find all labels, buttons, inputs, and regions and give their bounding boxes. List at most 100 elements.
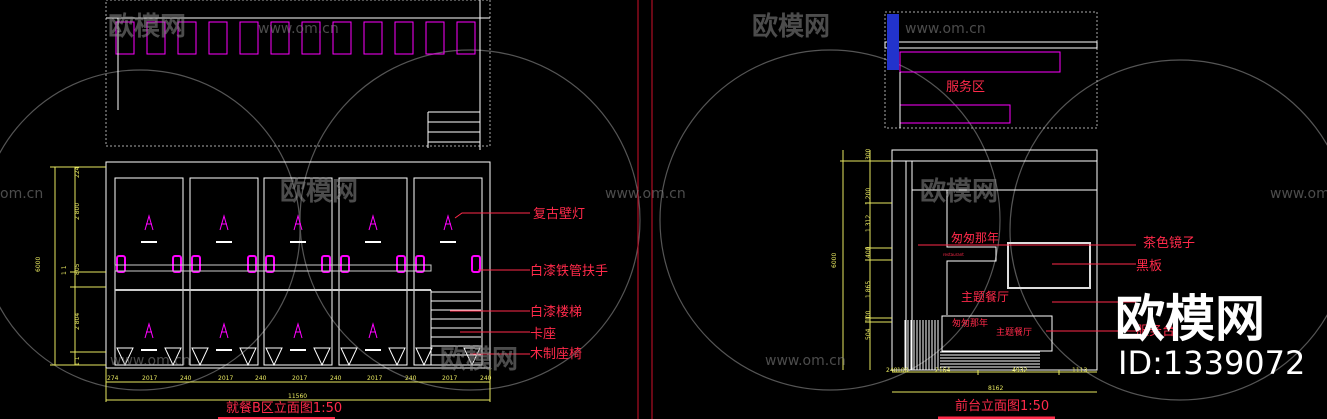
watermark-brand: 欧模网 [920,176,998,207]
label-wood-chair: 木制座椅 [530,347,582,362]
wall-lamp-icon [144,214,154,231]
partition-panel [146,21,166,55]
partition-panel [239,21,259,55]
dim-bottom: 240 [480,375,492,382]
dim-bottom: 2017 [367,375,382,382]
handrail-post [247,255,257,273]
dim-bottom: 100 [897,367,909,374]
booth-seat [116,347,182,367]
label-blackboard: 黑板 [1136,259,1162,274]
dim-left: 100 [865,310,872,322]
partition-panel [177,21,197,55]
watermark-site: www.om.cn [258,21,339,37]
right-drawing-title: 前台立面图1:50 [955,398,1049,414]
watermark-site: www.om.cn [905,21,986,37]
big-brand-watermark: 欧模网 [1115,290,1265,348]
label-reception-desk: 服务台 [1136,323,1175,339]
watermark-site: www.om.cn [765,353,846,369]
dim-bottom: 240 [255,375,267,382]
handrail-post [116,255,126,273]
right-elevation: 6000 300 1 200 1 312 400 1 865 100 504 2… [831,148,1195,419]
right-top-partial: 服务区 [884,11,1098,129]
partition-panel [363,21,383,55]
counter-text-1: 匆匆那年 [952,317,988,329]
dim-bottom: 240 [886,367,898,374]
dim-left: 224 [74,166,81,178]
wall-lamp-icon [368,214,378,231]
dim-left: 805 [74,263,81,275]
dim-left: 1 1 [61,265,68,275]
handrail-post [191,255,201,273]
dim-left: 1 312 [865,215,872,232]
dim-left: 1 865 [865,281,872,298]
watermark-site: om.cn [0,186,43,202]
dim-bottom: 2017 [218,375,233,382]
partition-panel [332,21,352,55]
dim-bottom: 2017 [142,375,157,382]
left-top-partial [105,0,491,150]
dim-total: 11560 [288,393,307,400]
partition-panel [456,21,476,55]
label-retro-wall-lamp: 复古壁灯 [533,207,585,222]
label-handrail: 白漆铁管扶手 [530,263,608,279]
label-service-area: 服务区 [946,79,985,95]
wall-lamp-icon [368,322,378,339]
handrail-post [172,255,182,273]
watermark-brand: 欧模网 [108,11,186,42]
counter-text-2: 主题餐厅 [996,326,1032,338]
sign-text: 匆匆那年 [951,231,999,245]
dim-left: 1 1 [74,356,81,366]
dim-bottom: 4932 [1012,367,1027,374]
watermark-circles [0,49,1327,401]
wall-lamp-icon [443,214,453,231]
dim-left: 2 804 [74,313,81,330]
handrail-post [471,255,481,273]
dim-bottom: 240 [180,375,192,382]
dim-left: 504 [865,328,872,340]
watermark-site: www.om.cn [110,353,191,369]
sheet-borders [637,0,653,419]
dim-bottom: 2017 [442,375,457,382]
handrail-post [415,255,425,273]
partition-panel [270,21,290,55]
wall-lamp-icon [219,214,229,231]
booth-seat [265,347,331,367]
handrail-post [396,255,406,273]
left-drawing-title: 就餐B区立面图1:50 [226,400,342,416]
dim-bottom: 274 [107,375,119,382]
handrail-post [265,255,275,273]
dim-left: 400 [865,246,872,258]
dim-left: 2 800 [74,203,81,220]
wall-lamp-icon [293,322,303,339]
dim-left: 300 [865,148,872,160]
height-total: 6000 [35,257,42,272]
dim-total: 8162 [988,385,1003,392]
partition-panel [425,21,445,55]
handrail-post [340,255,350,273]
dim-bottom: 2017 [292,375,307,382]
id-label: ID:1339072 [1118,344,1305,382]
booth-seat [415,347,481,367]
partition-panel [301,21,321,55]
watermark-brand: 欧模网 [280,176,358,207]
theme-text: 主题餐厅 [961,289,1009,304]
partition-panel [115,21,135,55]
wall-lamp-icon [144,322,154,339]
dim-bottom: 1113 [1072,367,1087,374]
handrail-post [321,255,331,273]
wall-lamp-icon [219,322,229,339]
watermark-brand: 欧模网 [440,344,518,375]
dim-bottom: 2164 [935,367,950,374]
watermark-site: www.om.cn [605,186,686,202]
dim-bottom: 240 [330,375,342,382]
sign-subtext: restaurant [943,252,964,257]
booth-seat [191,347,257,367]
label-tea-mirror: 茶色镜子 [1143,235,1195,251]
wall-lamp-icon [293,214,303,231]
label-booth: 卡座 [530,327,556,342]
height-total: 6000 [831,253,838,268]
watermark-brand: 欧模网 [752,11,830,42]
dim-bottom: 240 [405,375,417,382]
